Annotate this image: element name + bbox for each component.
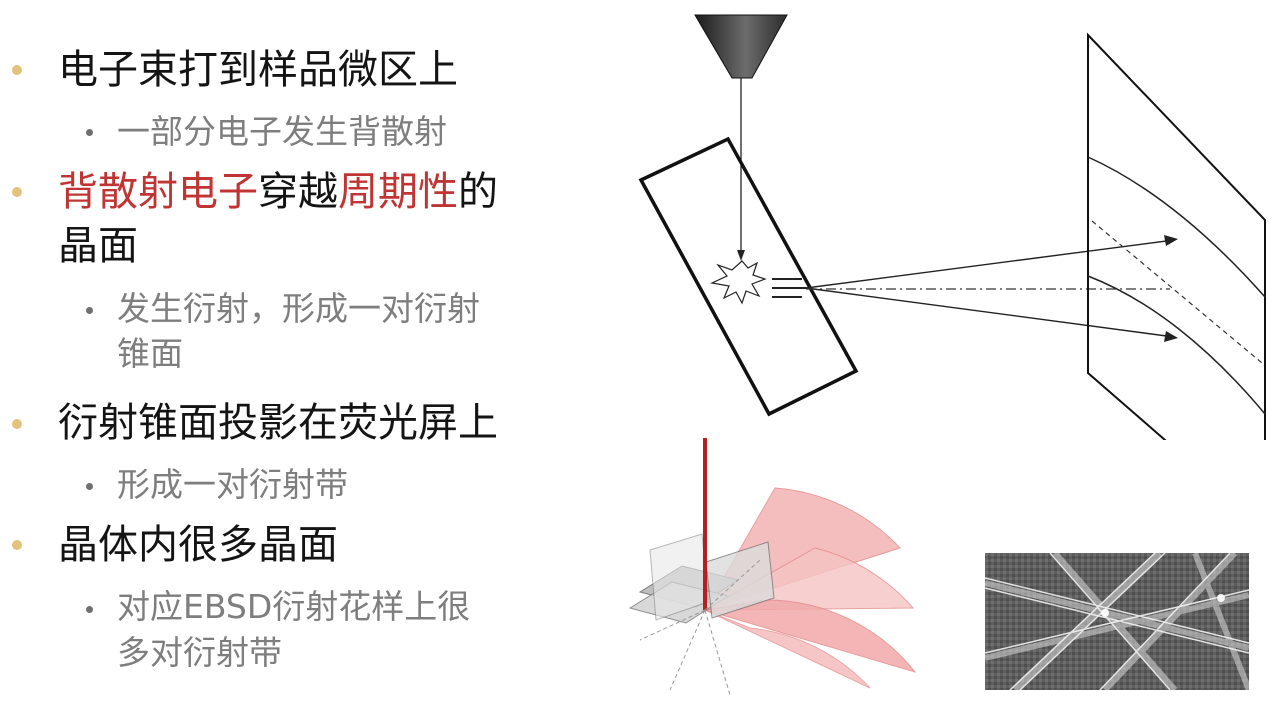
kikuchi-band-center	[1091, 220, 1263, 364]
diffraction-cones-3d	[628, 438, 917, 696]
phosphor-screen	[1087, 32, 1266, 440]
sub-bullet-2-line-2: 锥面	[117, 334, 183, 373]
text-traverse: 穿越	[258, 169, 338, 215]
construction-line	[669, 609, 706, 691]
sub-bullet-3-text: 形成一对衍射带	[117, 465, 348, 504]
bullet-3-text: 衍射锥面投影在荧光屏上	[58, 400, 498, 446]
sub-bullet-1-text: 一部分电子发生背散射	[117, 112, 447, 151]
sub-bullet-marker	[86, 129, 93, 136]
kikuchi-band-edges	[985, 553, 1249, 690]
diffraction-cone	[704, 599, 917, 673]
bullet-marker	[12, 187, 22, 197]
construction-line	[639, 609, 706, 641]
bullet-marker	[12, 540, 22, 550]
diffracted-ray-upper	[805, 239, 1175, 289]
sub-bullet-4-line-1: 对应EBSD衍射花样上很	[117, 587, 471, 626]
text-de: 的	[458, 169, 498, 215]
ray-arrowhead	[1164, 235, 1178, 246]
bullet-marker	[12, 65, 22, 75]
sub-bullet-2-line-1: 发生衍射，形成一对衍射	[117, 289, 480, 328]
kikuchi-band-lower-edge	[1087, 275, 1266, 415]
bullet-marker	[12, 419, 22, 429]
construction-line	[704, 609, 731, 696]
kikuchi-pattern	[985, 553, 1249, 690]
sub-bullet-marker	[86, 606, 93, 613]
construction-line	[704, 559, 761, 611]
ebsd-geometry-schematic	[638, 14, 1266, 440]
bullet-list: 电子束打到样品微区上 一部分电子发生背散射 背散射电子穿越周期性的 晶面 发生衍…	[0, 0, 620, 712]
beam-arrowhead	[737, 250, 745, 261]
diffracted-ray-lower	[805, 287, 1175, 338]
tilted-sample	[638, 136, 859, 417]
bullet-4-text: 晶体内很多晶面	[58, 522, 338, 568]
zone-axis	[1217, 594, 1225, 602]
diffraction-cone	[704, 609, 871, 689]
sub-bullet-marker	[86, 483, 93, 490]
kikuchi-band-upper-edge	[1087, 156, 1266, 298]
highlight-backscatter: 背散射电子	[58, 169, 258, 215]
kikuchi-bands	[985, 553, 1249, 690]
bullet-2-line-2: 晶面	[58, 223, 138, 269]
electron-gun-icon	[694, 14, 788, 79]
sub-bullet-4-line-2: 多对衍射带	[117, 633, 282, 672]
crystal-plane	[705, 541, 775, 619]
bullet-2-line-1: 背散射电子穿越周期性的	[58, 165, 498, 219]
zone-axis	[1101, 609, 1109, 617]
highlight-periodic: 周期性	[338, 169, 458, 215]
sub-bullet-marker	[86, 307, 93, 314]
interaction-volume-icon	[710, 260, 767, 305]
crystal-plane	[649, 533, 709, 621]
bullet-1-text: 电子束打到样品微区上	[58, 47, 458, 93]
ray-arrowhead	[1164, 331, 1178, 342]
